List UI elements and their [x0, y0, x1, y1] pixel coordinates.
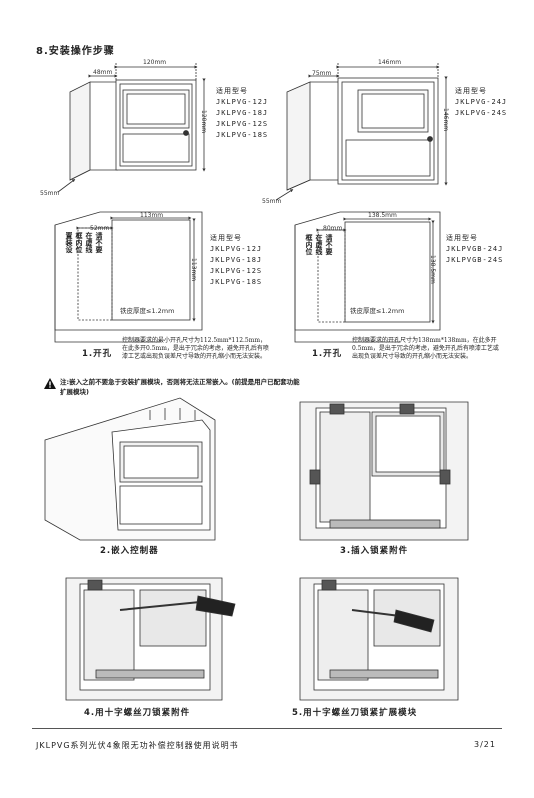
cutout-dim-topleft-2: 80mm — [323, 225, 343, 232]
cutout-note-2: 控制器要求的开孔尺寸为138mm*138mm，在此多开0.5mm，是出于冗余的考… — [352, 337, 499, 360]
dim-side-1: 55mm — [40, 190, 60, 197]
step2-caption: 2.嵌入控制器 — [100, 546, 159, 556]
models-list-1: 适用型号 JKLPVG-12J JKLPVG-18J JKLPVG-12S JK… — [216, 86, 268, 141]
cutout-dim-topleft-1: 52mm — [90, 225, 110, 232]
cutout-caption-2: 1.开孔 — [312, 349, 343, 359]
dim-width-1: 120mm — [143, 59, 167, 66]
controller-24-drawing — [275, 63, 448, 201]
cutout-warning-text-2: 请不要 在虚线 框内位 — [305, 234, 333, 255]
cutout-thickness-1: 铁皮厚度≤1.2mm — [120, 307, 175, 315]
model-item: JKLPVG-12S — [216, 120, 269, 128]
step3-drawing — [299, 401, 469, 541]
dim-height-1: 120mm — [200, 110, 207, 134]
cutout-dim-width-2: 138.5mm — [368, 212, 397, 219]
cutout-dim-height-2: 138.5mm — [429, 255, 436, 284]
dim-side-2: 55mm — [262, 198, 282, 205]
step5-caption: 5.用十字螺丝刀锁紧扩展模块 — [292, 708, 418, 718]
models-title: 适用型号 — [446, 234, 478, 242]
cutout-models-1: 适用型号 JKLPVG-12J JKLPVG-18J JKLPVG-12S JK… — [210, 234, 263, 286]
page-number: 3/21 — [474, 740, 496, 749]
model-item: JKLPVG-24S — [455, 109, 508, 117]
install-warning: 注:嵌入之前不要急于安装扩展模块，否则将无法正常嵌入。(前提是用户已配套功能扩展… — [60, 378, 300, 396]
cutout-dim-height-1: 113mm — [190, 258, 197, 282]
cutout-warning-text-1: 请不要 在虚线 框内位 置装设 — [65, 232, 103, 253]
models-title: 适用型号 — [210, 234, 242, 242]
cutout-models-2: 适用型号 JKLPVGB-24J JKLPVGB-24S — [446, 234, 504, 264]
controller-12-drawing — [57, 63, 206, 193]
warning-icon — [44, 378, 56, 389]
step4-drawing — [65, 577, 236, 701]
cutout-thickness-2: 铁皮厚度≤1.2mm — [350, 307, 405, 315]
models-title: 适用型号 — [455, 87, 487, 95]
dim-depth-1: 48mm — [93, 69, 113, 76]
cutout-dim-width-1: 113mm — [140, 212, 164, 219]
cutout-caption-1: 1.开孔 — [82, 349, 113, 359]
step5-drawing — [299, 577, 459, 701]
model-item: JKLPVG-18J — [216, 109, 269, 117]
models-title: 适用型号 — [216, 87, 248, 95]
dim-depth-2: 75mm — [312, 70, 332, 77]
section-title: 8.安装操作步骤 — [36, 46, 115, 57]
cutout-12-drawing — [54, 211, 203, 343]
dim-height-2: 146mm — [442, 108, 449, 132]
model-item: JKLPVG-12J — [216, 98, 269, 106]
step2-drawing — [44, 397, 216, 541]
cutout-note-1: 控制器要求的最小开孔尺寸为112.5mm*112.5mm，在此多开0.5mm，是… — [122, 337, 269, 360]
dim-width-2: 146mm — [378, 59, 402, 66]
model-item: JKLPVG-24J — [455, 98, 508, 106]
step3-caption: 3.插入锁紧附件 — [340, 546, 409, 556]
cutout-24-drawing — [294, 211, 441, 343]
step4-caption: 4.用十字螺丝刀锁紧附件 — [84, 708, 191, 718]
model-item: JKLPVG-18S — [216, 131, 269, 139]
footer-rule — [32, 728, 502, 729]
footer-doc-title: JKLPVG系列光伏4象限无功补偿控制器使用说明书 — [36, 741, 239, 750]
models-list-2: 适用型号 JKLPVG-24J JKLPVG-24S — [455, 86, 507, 119]
